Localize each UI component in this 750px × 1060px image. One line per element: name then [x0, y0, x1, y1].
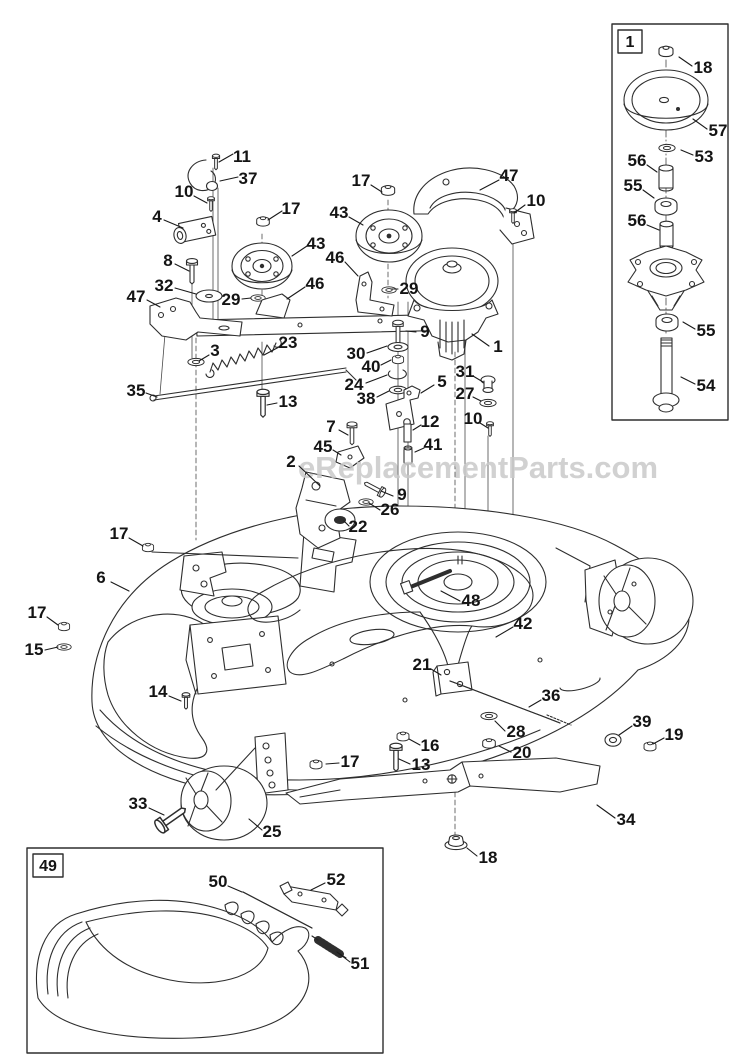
- part-callout: 46: [326, 248, 345, 267]
- part-callout: 34: [617, 810, 636, 829]
- part-callout: 55: [624, 176, 643, 195]
- part-callout: 22: [349, 517, 368, 536]
- part-callout: 8: [163, 251, 172, 270]
- part-callout: 4: [152, 207, 162, 226]
- part-callout: 18: [694, 58, 713, 77]
- part-callout: 17: [352, 171, 371, 190]
- watermark-text: eReplacementParts.com: [298, 450, 658, 485]
- part-callout: 17: [110, 524, 129, 543]
- part-callout: 12: [421, 412, 440, 431]
- part-callout: 13: [279, 392, 298, 411]
- top-middle-hardware: [295, 167, 535, 549]
- part-callout: 50: [209, 872, 228, 891]
- part-callout: 24: [345, 375, 364, 394]
- inset-mulch-cover: [26, 847, 384, 1054]
- part-callout: 23: [279, 333, 298, 352]
- part-callout: 17: [28, 603, 47, 622]
- part-callout: 56: [628, 211, 647, 230]
- callout-labels: 11 37 10 4 17 43 8 32 47 29 46 23 3 35 1…: [25, 34, 728, 973]
- part-callout: 29: [400, 279, 419, 298]
- part-callout: 14: [149, 682, 168, 701]
- part-callout: 41: [424, 435, 443, 454]
- part-callout: 19: [665, 725, 684, 744]
- part-callout: 53: [695, 147, 714, 166]
- part-callout: 57: [709, 121, 728, 140]
- cover-bracket-52: [279, 881, 349, 917]
- part-callout: 25: [263, 822, 282, 841]
- part-callout: 9: [397, 485, 406, 504]
- blade-flange-nut-18: [444, 834, 468, 851]
- part-callout: 31: [456, 362, 475, 381]
- part-callout: 2: [286, 452, 295, 471]
- part-callout: 10: [464, 409, 483, 428]
- right-wheel: [555, 547, 694, 645]
- part-callout: 42: [514, 614, 533, 633]
- washer-39: [604, 733, 622, 747]
- part-callout: 51: [351, 954, 370, 973]
- part-callout: 13: [412, 755, 431, 774]
- part-callout: 46: [306, 274, 325, 293]
- part-callout: 3: [210, 341, 219, 360]
- part-callout: 47: [500, 166, 519, 185]
- left-mandrel-assembly: [180, 562, 301, 695]
- part-callout: 10: [175, 182, 194, 201]
- part-callout: 6: [96, 568, 105, 587]
- inset-spindle-box-label: 1: [626, 34, 635, 51]
- belt-keeper: [399, 569, 452, 595]
- blade: [285, 757, 601, 805]
- part-callout: 29: [222, 290, 241, 309]
- spindle-shaft: [652, 337, 680, 413]
- part-callout: 30: [347, 344, 366, 363]
- part-callout: 5: [437, 372, 446, 391]
- part-callout: 48: [462, 591, 481, 610]
- part-callout: 47: [127, 287, 146, 306]
- part-callout: 43: [307, 234, 326, 253]
- part-callout: 26: [381, 500, 400, 519]
- part-callout: 55: [697, 321, 716, 340]
- part-callout: 18: [479, 848, 498, 867]
- part-callout: 54: [697, 376, 716, 395]
- part-callout: 28: [507, 722, 526, 741]
- top-left-hardware: [149, 153, 463, 418]
- part-callout: 27: [456, 384, 475, 403]
- part-callout: 17: [341, 752, 360, 771]
- part-callout: 43: [330, 203, 349, 222]
- part-callout: 56: [628, 151, 647, 170]
- inset-cover-box-label: 49: [39, 858, 57, 875]
- part-callout: 20: [513, 743, 532, 762]
- part-callout: 37: [239, 169, 258, 188]
- part-callout: 33: [129, 794, 148, 813]
- part-callout: 10: [527, 191, 546, 210]
- inset-spindle-assembly: [611, 23, 729, 421]
- part-callout: 16: [421, 736, 440, 755]
- spindle-housing: [627, 245, 705, 311]
- part-callout: 39: [633, 712, 652, 731]
- part-callout: 45: [314, 437, 333, 456]
- part-callout: 9: [420, 322, 429, 341]
- deck-hanger-brackets: [151, 531, 357, 597]
- part-callout: 21: [413, 655, 432, 674]
- part-callout: 7: [326, 417, 335, 436]
- left-wheel: [180, 732, 289, 841]
- part-callout: 40: [362, 357, 381, 376]
- lift-rod-36: [449, 680, 572, 726]
- part-callout: 32: [155, 276, 174, 295]
- cover-rod-50: [242, 891, 313, 929]
- part-callout: 35: [127, 381, 146, 400]
- part-callout: 38: [357, 389, 376, 408]
- part-callout: 52: [327, 870, 346, 889]
- part-callout: 11: [233, 147, 251, 166]
- part-callout: 1: [493, 337, 502, 356]
- part-callout: 36: [542, 686, 561, 705]
- part-callout: 15: [25, 640, 44, 659]
- leader-lines: [44, 56, 708, 963]
- part-callout: 17: [282, 199, 301, 218]
